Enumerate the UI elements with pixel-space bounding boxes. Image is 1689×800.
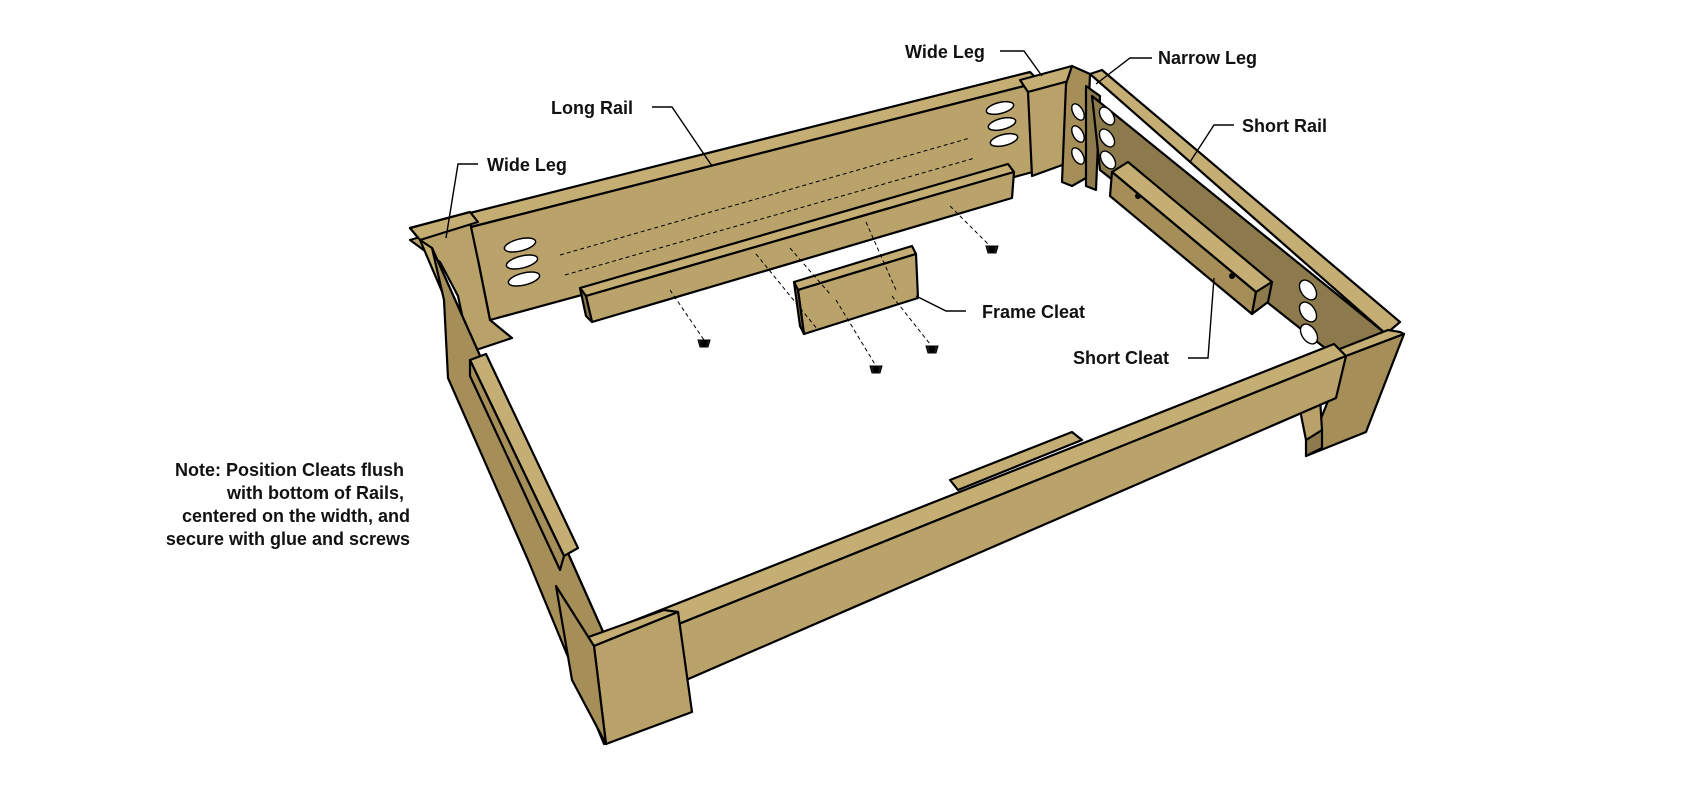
screw-icon xyxy=(869,365,883,374)
front-long-rail xyxy=(588,342,1348,682)
label-long-rail: Long Rail xyxy=(551,98,633,118)
frame-cleat xyxy=(792,244,920,336)
screw-icon xyxy=(925,345,939,354)
note-line-3: centered on the width, and xyxy=(182,506,410,526)
wide-leg-front-right xyxy=(1298,328,1406,458)
screw-icon xyxy=(697,339,711,348)
narrow-leg xyxy=(1060,64,1102,192)
note-line-1: Note: Position Cleats flush xyxy=(175,460,404,480)
leader-lines xyxy=(445,50,1234,359)
assembly-note: Note: Position Cleats flush with bottom … xyxy=(166,460,410,549)
label-short-cleat: Short Cleat xyxy=(1073,348,1169,368)
label-narrow-leg: Narrow Leg xyxy=(1158,48,1257,68)
screws xyxy=(669,205,999,374)
label-wide-leg-left: Wide Leg xyxy=(487,155,567,175)
note-line-4: secure with glue and screws xyxy=(166,529,410,549)
label-short-rail: Short Rail xyxy=(1242,116,1327,136)
short-rail xyxy=(1088,68,1402,354)
long-rail xyxy=(408,70,1042,322)
frame-cleat-long xyxy=(578,162,1016,324)
screw-icon xyxy=(985,245,999,254)
short-cleat xyxy=(1108,160,1274,316)
note-line-2: with bottom of Rails, xyxy=(226,483,404,503)
label-wide-leg-top: Wide Leg xyxy=(905,42,985,62)
label-frame-cleat: Frame Cleat xyxy=(982,302,1085,322)
wide-leg-front-left xyxy=(554,584,694,746)
